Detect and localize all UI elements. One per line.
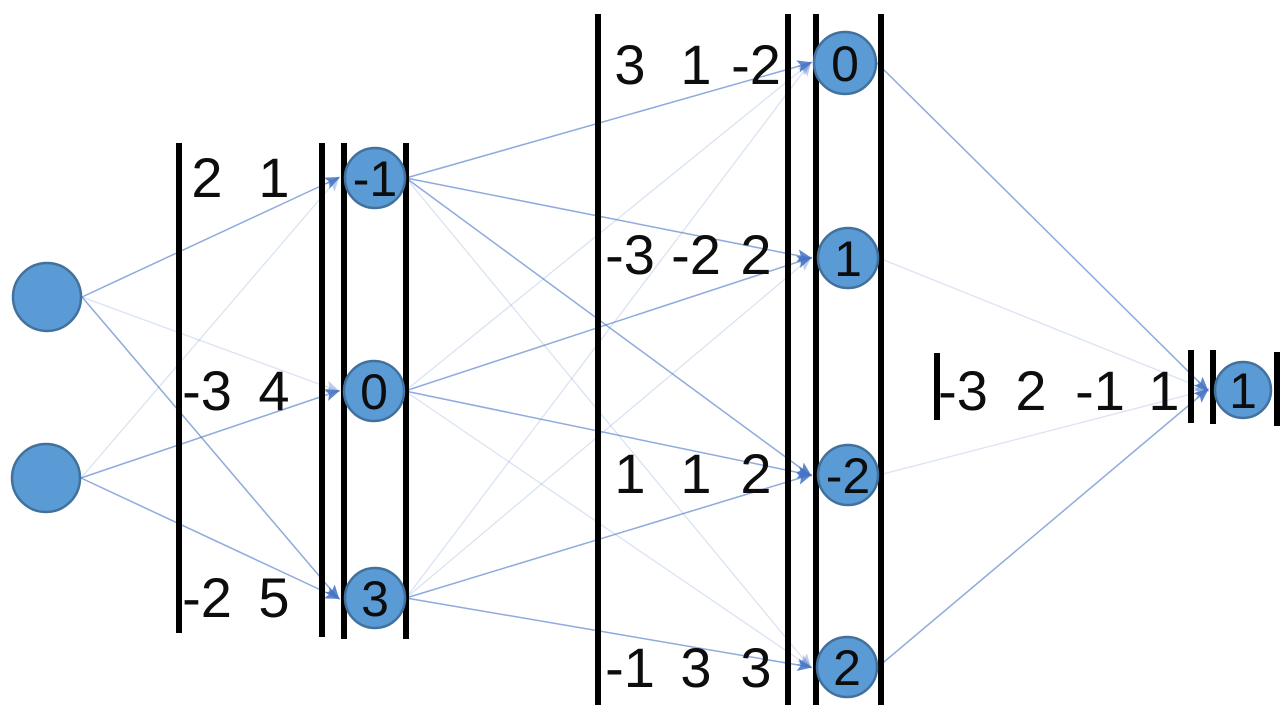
hidden-layer-1-node-label: -1 bbox=[353, 151, 397, 207]
connection-line bbox=[81, 296, 340, 600]
weight-value: 2 bbox=[740, 442, 771, 505]
connection-line bbox=[404, 390, 813, 669]
hidden-layer-2-node-label: -2 bbox=[826, 448, 870, 504]
connection-line bbox=[80, 477, 341, 600]
weight-value: 3 bbox=[740, 636, 771, 699]
weight-value: 1 bbox=[1148, 359, 1179, 422]
connection-line bbox=[405, 256, 812, 599]
weight-value: -3 bbox=[938, 359, 988, 422]
hidden-layer-2-node-3 bbox=[815, 635, 879, 699]
weight-value: 3 bbox=[614, 33, 645, 96]
connection-line bbox=[405, 177, 812, 669]
weight-value: 5 bbox=[258, 566, 289, 629]
connection-line bbox=[81, 176, 341, 298]
hidden-layer-1-node-label: 0 bbox=[360, 364, 388, 420]
input-layer-node-0 bbox=[11, 261, 83, 333]
weight-value: -3 bbox=[182, 359, 232, 422]
weight-value: -1 bbox=[1075, 359, 1125, 422]
hidden-layer-2-node-label: 1 bbox=[834, 231, 862, 287]
connection-line bbox=[878, 257, 1210, 392]
weight-value: 3 bbox=[680, 636, 711, 699]
weight-value: -2 bbox=[671, 223, 721, 286]
weight-value: 2 bbox=[740, 223, 771, 286]
connection-line bbox=[405, 177, 813, 262]
connection-line bbox=[878, 387, 1210, 476]
connection-line bbox=[404, 61, 812, 392]
hidden-layer-2-node-1 bbox=[816, 226, 880, 290]
weight-value: 1 bbox=[680, 442, 711, 505]
hidden-layer-2-node-2 bbox=[816, 443, 880, 507]
hidden-layer-1-node-1 bbox=[342, 359, 406, 423]
output-layer-node-0 bbox=[1213, 360, 1273, 420]
output-layer-node-label: 1 bbox=[1229, 363, 1257, 419]
bracket-bars-group bbox=[176, 14, 1280, 705]
weight-value: 2 bbox=[1015, 359, 1046, 422]
weight-value: -2 bbox=[731, 33, 781, 96]
connection-line bbox=[405, 472, 813, 599]
weight-value: 4 bbox=[258, 359, 289, 422]
hidden-layer-2-node-0 bbox=[812, 30, 878, 96]
weight-value: -3 bbox=[605, 223, 655, 286]
connection-line bbox=[876, 62, 1209, 392]
neuron-nodes-group bbox=[10, 30, 1273, 699]
weight-value: 1 bbox=[258, 146, 289, 209]
hidden-layer-1-node-2 bbox=[343, 566, 407, 630]
connection-line bbox=[80, 389, 341, 479]
hidden-layer-2-node-label: 0 bbox=[831, 36, 859, 92]
weight-value: 1 bbox=[614, 442, 645, 505]
weight-value: -1 bbox=[605, 636, 655, 699]
hidden-layer-1-node-0 bbox=[343, 146, 407, 210]
connection-line bbox=[405, 177, 813, 477]
weight-value: 2 bbox=[191, 146, 222, 209]
hidden-layer-2-node-label: 2 bbox=[833, 640, 861, 696]
connection-line bbox=[405, 597, 813, 672]
connection-line bbox=[405, 61, 812, 599]
connection-line bbox=[405, 60, 813, 179]
connection-line bbox=[404, 390, 813, 479]
connection-line bbox=[81, 296, 341, 393]
connection-line bbox=[404, 255, 813, 392]
hidden-layer-1-node-label: 3 bbox=[361, 571, 389, 627]
weight-value: 1 bbox=[680, 33, 711, 96]
connection-line bbox=[877, 388, 1209, 668]
connection-line bbox=[80, 176, 340, 479]
input-layer-node-1 bbox=[10, 442, 82, 514]
connection-lines-group bbox=[80, 60, 1210, 672]
weight-value: -2 bbox=[182, 566, 232, 629]
